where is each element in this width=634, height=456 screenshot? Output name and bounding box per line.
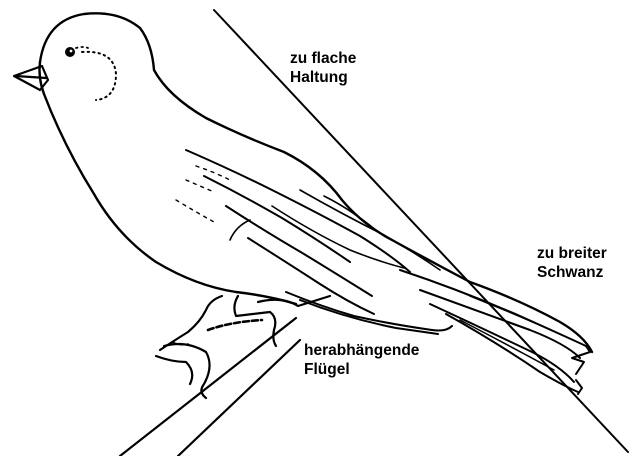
label-wide-tail-line2: Schwanz: [537, 263, 607, 282]
label-wide-tail-line1: zu breiter: [537, 244, 607, 263]
beak: [14, 66, 48, 90]
cheek-marking: [82, 52, 116, 100]
label-flat-posture-line2: Haltung: [290, 68, 356, 87]
label-hanging-wings-line1: herabhängende: [304, 341, 419, 360]
perch-branch: [120, 296, 330, 456]
label-flat-posture-line1: zu flache: [290, 49, 356, 68]
wing: [176, 150, 452, 334]
label-hanging-wings: herabhängende Flügel: [304, 341, 419, 379]
eye: [65, 47, 75, 57]
label-wide-tail: zu breiter Schwanz: [537, 244, 607, 282]
label-flat-posture: zu flache Haltung: [290, 49, 356, 87]
label-hanging-wings-line2: Flügel: [304, 360, 419, 379]
